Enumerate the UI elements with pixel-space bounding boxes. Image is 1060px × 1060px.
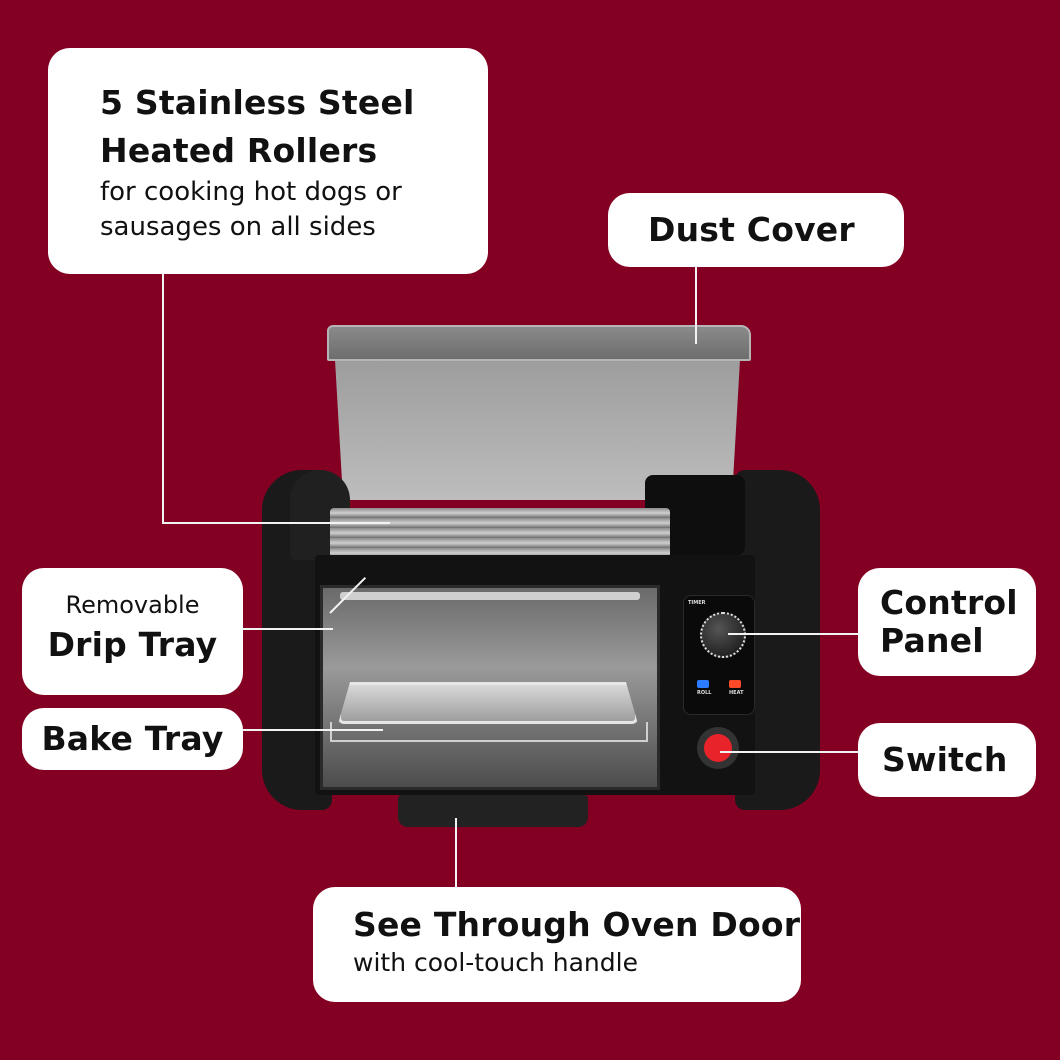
callout-drip-tray: Removable Drip Tray [22, 568, 243, 695]
rollers-desc-line1: for cooking hot dogs or [100, 177, 402, 207]
heat-label: HEAT [729, 690, 744, 696]
callout-control-panel: Control Panel [858, 568, 1036, 676]
leader-drip-tray-h [243, 628, 333, 630]
drip-tray [340, 592, 640, 600]
power-switch [704, 734, 732, 762]
leader-switch [720, 751, 860, 753]
dust-cover-rim [327, 325, 751, 361]
leader-control-panel [728, 633, 860, 635]
control-panel-title-line1: Control [880, 583, 1018, 622]
roll-label: ROLL [697, 690, 712, 696]
leader-bake-tray [243, 729, 383, 731]
callout-oven-door: See Through Oven Door with cool-touch ha… [313, 887, 801, 1002]
drip-tray-pre: Removable [65, 591, 200, 619]
timer-label: TIMER [688, 600, 706, 606]
callout-dust-cover: Dust Cover [608, 193, 904, 267]
leader-oven-door [455, 818, 457, 888]
dust-cover-title: Dust Cover [648, 210, 855, 249]
control-panel-title-line2: Panel [880, 621, 984, 660]
drip-tray-title: Drip Tray [47, 625, 218, 664]
door-handle [398, 795, 588, 827]
wire-rack [330, 722, 648, 742]
roll-indicator-icon [697, 680, 709, 688]
bake-tray [338, 682, 638, 724]
heat-indicator-icon [729, 680, 741, 688]
callout-switch: Switch [858, 723, 1036, 797]
leader-rollers-v [162, 274, 164, 524]
rollers-title-line2: Heated Rollers [100, 131, 378, 170]
callout-bake-tray: Bake Tray [22, 708, 243, 770]
oven-door-title: See Through Oven Door [353, 905, 801, 944]
switch-title: Switch [882, 740, 1008, 779]
timer-dial [700, 612, 746, 658]
rollers-title-line1: 5 Stainless Steel [100, 83, 415, 122]
bake-tray-title: Bake Tray [41, 719, 224, 758]
leader-dust-cover [695, 266, 697, 344]
callout-heated-rollers: 5 Stainless Steel Heated Rollers for coo… [48, 48, 488, 274]
heated-rollers [330, 508, 670, 558]
rollers-desc-line2: sausages on all sides [100, 212, 376, 242]
leader-rollers-h [162, 522, 390, 524]
oven-door-desc: with cool-touch handle [353, 948, 638, 977]
